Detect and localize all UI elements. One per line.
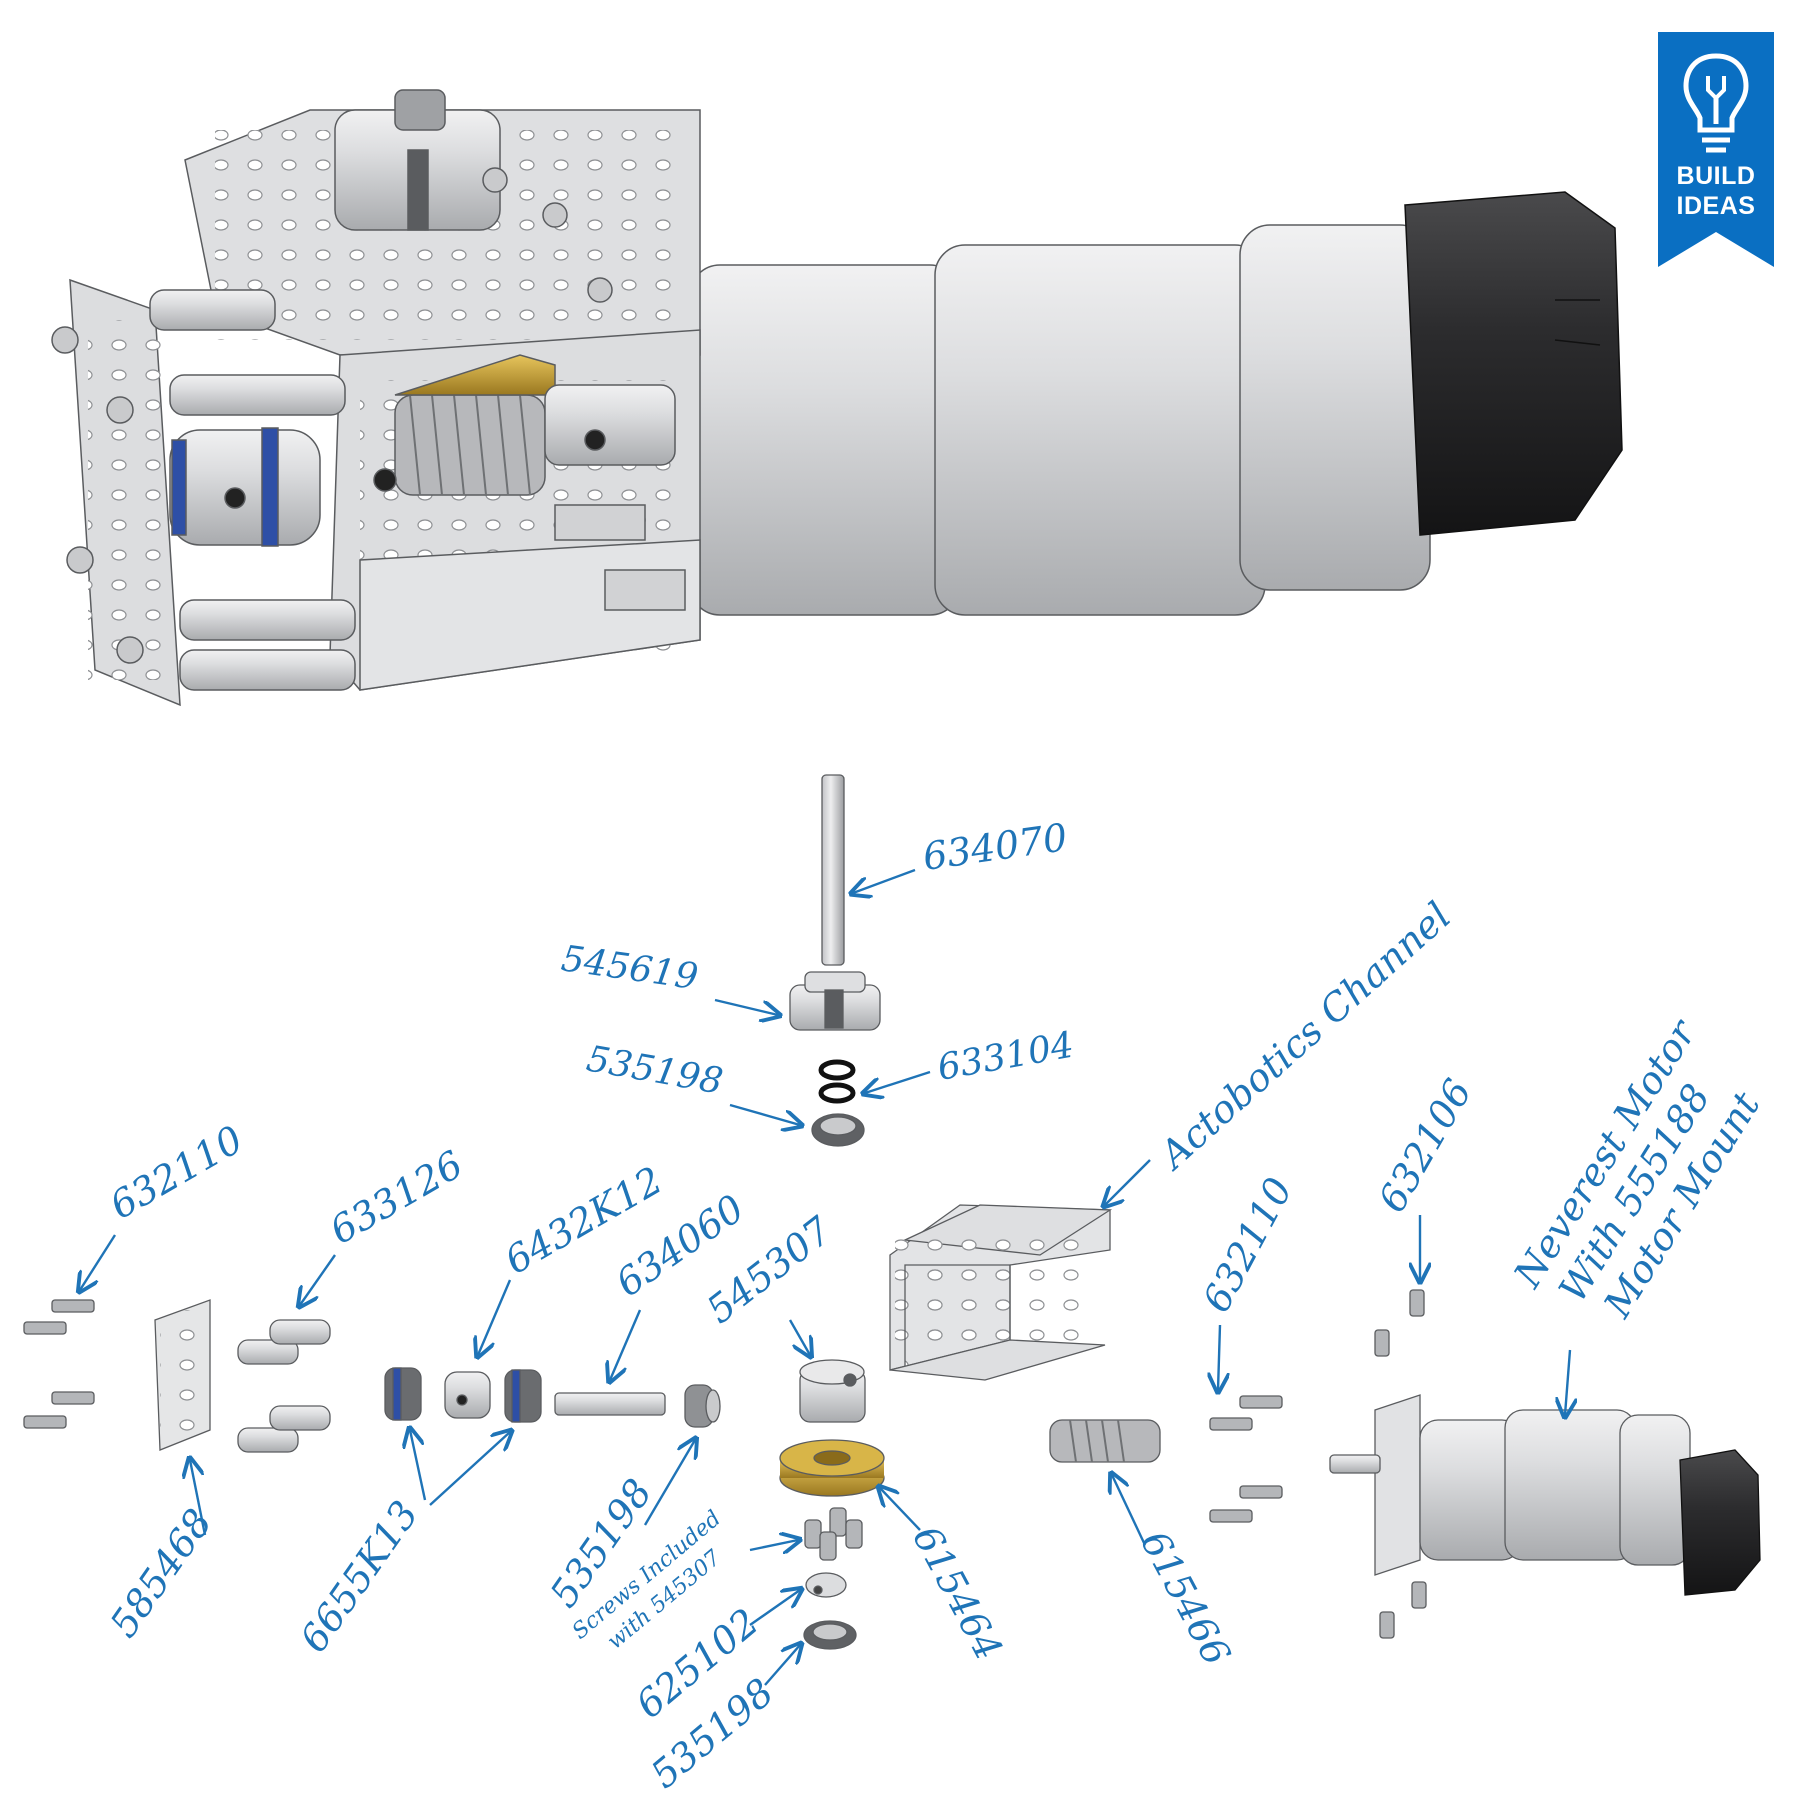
- arrow-632110-left: [80, 1234, 117, 1290]
- label-6655K13: 6655K13: [291, 1493, 427, 1660]
- label-633104: 633104: [934, 1025, 1076, 1089]
- part-worm-615466: [1049, 1419, 1161, 1463]
- assembled-gearbox: [51, 89, 1623, 707]
- part-bearing-6655K13-b: [504, 1369, 542, 1423]
- label-615466: 615466: [1132, 1524, 1239, 1673]
- arrow-634070: [853, 868, 916, 893]
- label-632110-mid: 632110: [1194, 1170, 1301, 1319]
- arrow-535198-bottom: [764, 1645, 800, 1686]
- part-screws-632110-mid: [1209, 1395, 1283, 1523]
- arrow-6655K13-b: [429, 1432, 510, 1506]
- part-shaft-634060: [554, 1392, 666, 1416]
- part-bearing-535198-mid: [684, 1384, 721, 1428]
- build-ideas-badge: BUILD IDEAS: [1658, 32, 1774, 267]
- part-hub-6432K12: [444, 1371, 491, 1419]
- arrow-585468: [190, 1460, 207, 1536]
- arrow-6432K12: [478, 1279, 512, 1355]
- arrow-535198-top: [729, 1103, 800, 1125]
- exploded-parts: [23, 774, 1761, 1650]
- hub-assembled: [169, 429, 321, 546]
- part-actobotics-channel: [889, 1204, 1113, 1381]
- arrow-633126: [300, 1254, 336, 1305]
- part-collar-545307: [799, 1359, 866, 1423]
- badge-ribbon: [1658, 32, 1774, 267]
- callout-arrows: [80, 868, 1570, 1686]
- arrow-screws: [749, 1540, 798, 1550]
- part-standoffs-633126: [237, 1319, 331, 1453]
- channel-bottom-plate: [359, 539, 701, 691]
- arrow-615466: [1112, 1475, 1147, 1546]
- part-screws-545307: [804, 1507, 863, 1561]
- arrow-channel: [1105, 1159, 1151, 1205]
- arrow-535198-mid: [643, 1440, 695, 1526]
- part-worm-gear-615464: [779, 1439, 885, 1497]
- part-bearing-6655K13-a: [384, 1367, 422, 1421]
- part-clamp-hub-545619: [789, 971, 881, 1031]
- arrow-615464: [880, 1488, 921, 1531]
- label-634070: 634070: [920, 815, 1070, 879]
- part-shaft-634070: [821, 774, 845, 966]
- part-spacer-633104-b: [818, 1082, 856, 1104]
- badge-line-2: IDEAS: [1676, 192, 1756, 220]
- label-535198-top: 535198: [583, 1038, 725, 1102]
- spur-gear-assembled: [394, 354, 556, 396]
- arrow-545619: [714, 998, 778, 1015]
- part-bearing-535198-top: [811, 1113, 865, 1147]
- arrow-545307: [788, 1319, 810, 1355]
- part-neverest-motor: [1329, 1394, 1761, 1596]
- arrow-625102: [749, 1590, 800, 1626]
- arrow-6655K13-a: [410, 1430, 427, 1501]
- badge-line-1: BUILD: [1676, 162, 1756, 190]
- motor-assembled: [689, 191, 1623, 616]
- arrow-633104: [865, 1070, 931, 1093]
- label-632106: 632106: [1370, 1072, 1481, 1220]
- part-spacer-633104-a: [818, 1059, 856, 1081]
- label-633126: 633126: [323, 1142, 471, 1253]
- part-screws-632106: [1374, 1289, 1427, 1639]
- part-bearing-535198-bottom: [803, 1620, 857, 1650]
- part-set-collar-625102: [805, 1572, 847, 1598]
- arrow-motor: [1565, 1349, 1570, 1415]
- label-545619: 545619: [559, 938, 701, 998]
- arrow-632110-mid: [1218, 1324, 1220, 1390]
- label-632110-left: 632110: [103, 1117, 251, 1228]
- arrow-634060: [610, 1309, 642, 1380]
- label-585468: 585468: [101, 1501, 220, 1645]
- label-615464: 615464: [904, 1519, 1011, 1668]
- lightbulb-wrench-icon: [1683, 53, 1749, 153]
- part-screws-632110-left: [23, 1299, 95, 1429]
